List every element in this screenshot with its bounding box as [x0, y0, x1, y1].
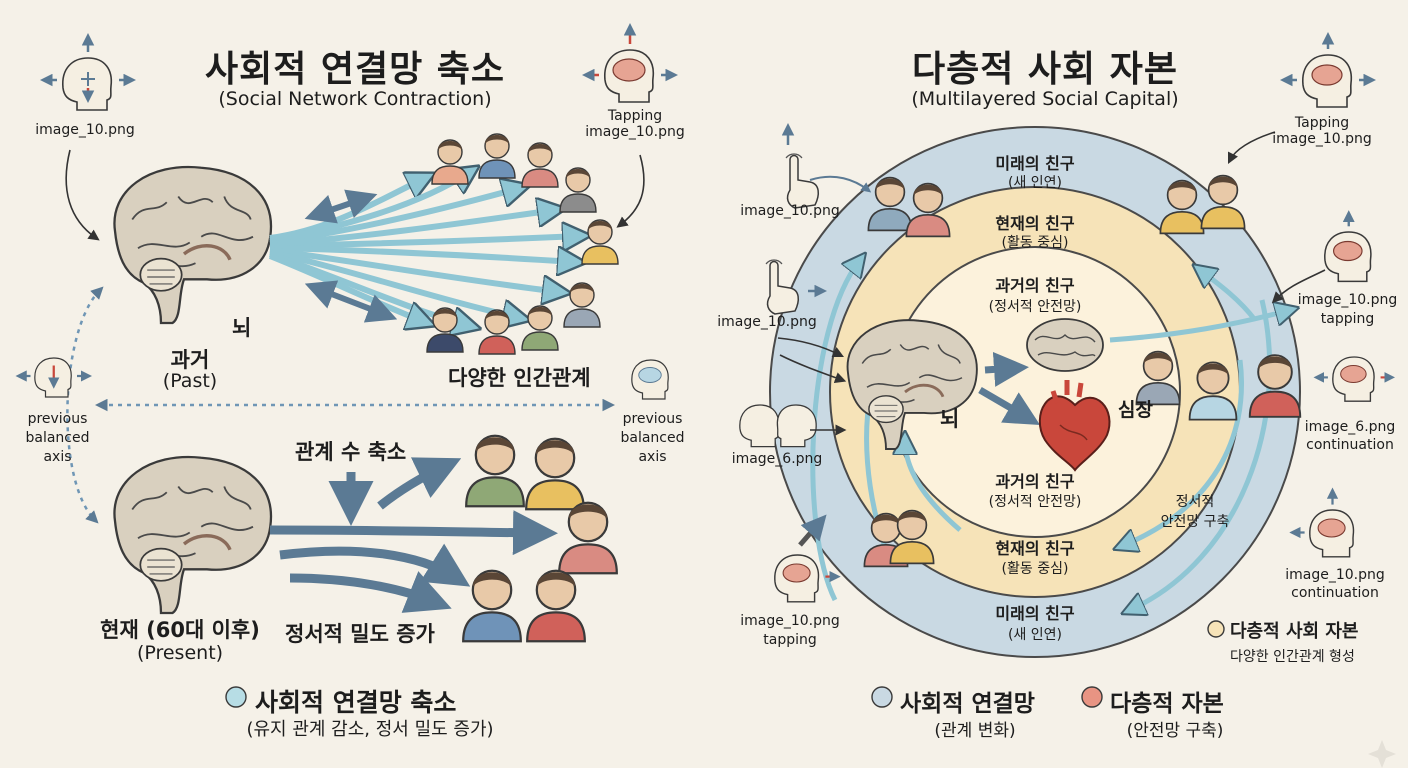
contracted-arrows — [269, 457, 558, 613]
ring-present-bottom-sub: (활동 중심) — [1001, 561, 1069, 577]
heart-label: 심장 — [1118, 399, 1153, 421]
contract-label: 관계 수 축소 — [295, 440, 407, 464]
tap-hand-icon-1 — [781, 123, 820, 209]
axis-head-icon-left — [15, 357, 92, 398]
past-present-dotted-arrow — [66, 286, 104, 524]
ring-past-top-sub: (정서적 안전망) — [988, 299, 1082, 315]
brain-head-icon-r4 — [1289, 487, 1355, 558]
left-title: 사회적 연결망 축소 — [204, 49, 506, 90]
icon-label-l3: image_6.png — [731, 451, 823, 467]
legend-capital-label: 다층적 자본 — [1110, 691, 1224, 717]
icon-label-l1: image_10.png — [740, 203, 840, 219]
present-sub: (Present) — [136, 642, 224, 664]
icon-label-r1: Tapping image_10.png — [1272, 115, 1372, 147]
two-way-arrow-top — [304, 189, 378, 224]
legend-dot-contraction — [225, 686, 247, 708]
right-subtitle: (Multilayered Social Capital) — [911, 88, 1179, 110]
brain-head-icon-r2 — [1324, 210, 1372, 283]
left-subtitle: (Social Network Contraction) — [218, 88, 492, 110]
present-label: 현재 (60대 이후) — [100, 618, 260, 642]
diverse-label: 다양한 인간관계 — [448, 366, 591, 390]
past-sub: (Past) — [162, 370, 218, 392]
axis-brain-head-icon-right — [631, 359, 669, 400]
ring-future-top-sub: (새 인연) — [1007, 175, 1062, 191]
safety-label: 정서적 안전망 구축 — [1160, 494, 1230, 530]
people-group-close — [462, 434, 618, 643]
brain-to-brain-arrow — [984, 351, 1029, 387]
brain-head-icon-r3 — [1313, 356, 1396, 402]
two-way-arrow-bottom — [304, 280, 398, 323]
heart-icon — [1038, 380, 1111, 472]
ring-future-bottom-sub: (새 인연) — [1007, 627, 1062, 643]
past-label: 과거 — [170, 348, 210, 372]
ring-future-top: 미래의 친구 — [995, 154, 1075, 173]
legend-contraction-label: 사회적 연결망 축소 — [255, 688, 457, 717]
density-label: 정서적 밀도 증가 — [285, 622, 435, 646]
right-title: 다층적 사회 자본 — [912, 49, 1178, 90]
people-group-top — [426, 133, 619, 355]
brain-head-icon — [582, 23, 678, 103]
brain-present — [112, 455, 273, 615]
legend-social-label: 사회적 연결망 — [900, 691, 1035, 717]
legend-dot-social — [871, 686, 893, 708]
ring-present-top-sub: (활동 중심) — [1001, 235, 1069, 251]
legend-multi-sub: 다양한 인간관계 형성 — [1230, 649, 1355, 665]
icon-label-tr: Tapping image_10.png — [585, 108, 685, 140]
legend-social-sub: (관계 변화) — [934, 721, 1016, 741]
ring-past-bottom: 과거의 친구 — [995, 472, 1075, 491]
legend-contraction-sub: (유지 관계 감소, 정서 밀도 증가) — [246, 719, 494, 740]
icon-label-r4: image_10.png continuation — [1285, 567, 1385, 601]
brain-head-icon-left — [774, 554, 841, 603]
axis-label-left: previous balanced axis — [25, 411, 90, 465]
ring-past-bottom-sub: (정서적 안전망) — [988, 494, 1082, 510]
ring-past-top: 과거의 친구 — [995, 276, 1075, 295]
ring-present-top: 현재의 친구 — [995, 214, 1075, 233]
icon-label-r3: image_6.png continuation — [1304, 419, 1396, 453]
brain-head-icon-r1 — [1280, 32, 1376, 108]
legend-multi-label: 다층적 사회 자본 — [1230, 621, 1359, 642]
axis-label-right: previous balanced axis — [620, 411, 685, 465]
sparkle-icon — [1368, 740, 1396, 768]
legend-capital-sub: (안전망 구축) — [1126, 721, 1224, 741]
head-arrows-icon — [40, 33, 136, 111]
brain-past — [112, 165, 273, 325]
brain-to-heart-arrow — [978, 386, 1041, 426]
relationship-fan-arrows — [268, 172, 580, 326]
icon-label-l2: image_10.png — [717, 314, 817, 330]
tap-hand-icon-2 — [765, 259, 827, 315]
icon-label-r2: image_10.png tapping — [1297, 292, 1398, 327]
icon-label-l4: image_10.png tapping — [740, 613, 840, 648]
left-brain-label: 뇌 — [232, 316, 252, 340]
icon-label-tl: image_10.png — [35, 122, 135, 138]
brain-top-view — [1026, 318, 1104, 372]
legend-dot-multi — [1207, 620, 1225, 638]
ring-present-bottom: 현재의 친구 — [995, 539, 1075, 558]
right-brain-label: 뇌 — [940, 407, 960, 431]
legend-dot-capital — [1081, 686, 1103, 708]
ring-future-bottom: 미래의 친구 — [995, 604, 1075, 623]
